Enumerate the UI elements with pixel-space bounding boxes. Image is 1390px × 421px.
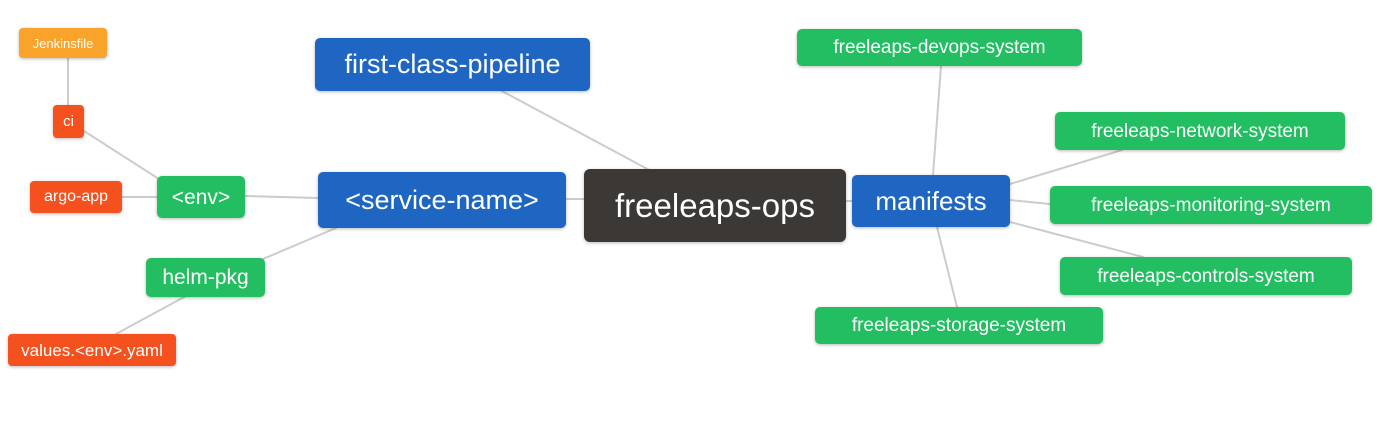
node-argo-app[interactable]: argo-app [30,181,122,213]
node-values-env-yaml[interactable]: values.<env>.yaml [8,334,176,366]
node-manifests[interactable]: manifests [852,175,1010,227]
edge-helm-pkg-service-name [262,227,337,260]
edge-manifests-devops [932,65,942,176]
edge-manifests-monitoring [1009,199,1051,205]
node-freeleaps-monitoring-system[interactable]: freeleaps-monitoring-system [1050,186,1372,224]
node-env[interactable]: <env> [157,176,245,218]
edge-pipeline-ops [499,89,654,173]
node-freeleaps-network-system[interactable]: freeleaps-network-system [1055,112,1345,150]
edge-ci-env [83,130,163,182]
node-freeleaps-storage-system[interactable]: freeleaps-storage-system [815,307,1103,344]
node-service-name[interactable]: <service-name> [318,172,566,228]
node-freeleaps-controls-system[interactable]: freeleaps-controls-system [1060,257,1352,295]
node-freeleaps-devops-system[interactable]: freeleaps-devops-system [797,29,1082,66]
node-ci[interactable]: ci [53,105,84,138]
edge-manifests-controls [1009,221,1144,258]
edge-manifests-storage [936,226,958,308]
edge-manifests-network [1009,149,1123,185]
node-freeleaps-ops-root[interactable]: freeleaps-ops [584,169,846,242]
edge-env-service-name [244,195,319,199]
edge-values-helm-pkg [115,295,187,335]
node-jenkinsfile[interactable]: Jenkinsfile [19,28,107,58]
node-first-class-pipeline[interactable]: first-class-pipeline [315,38,590,91]
node-helm-pkg[interactable]: helm-pkg [146,258,265,297]
